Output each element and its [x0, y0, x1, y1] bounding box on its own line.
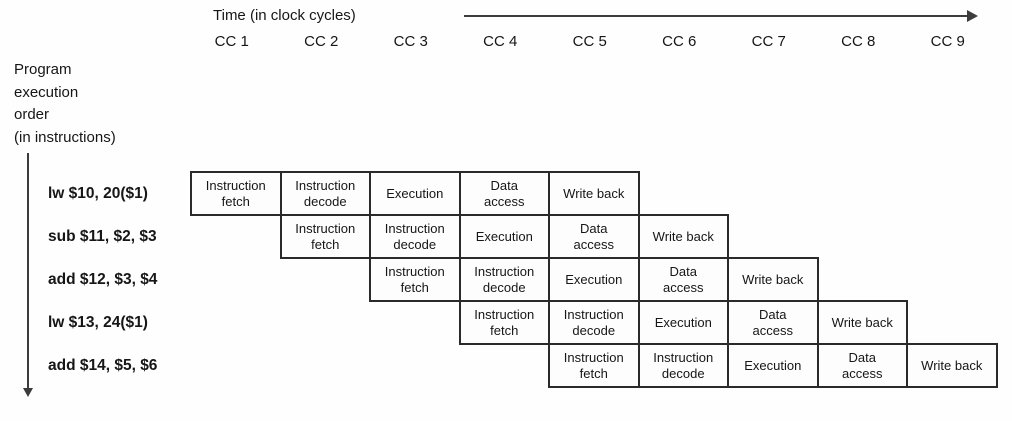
stage-line: decode [572, 322, 616, 338]
instruction-label: add $12, $3, $4 [48, 270, 158, 288]
stage-line: Write back [563, 185, 625, 201]
instruction-label: sub $11, $2, $3 [48, 227, 157, 245]
time-axis-label: Time (in clock cycles) [213, 7, 356, 24]
stage-line: Instruction [653, 350, 714, 365]
stage-line: Data [759, 307, 787, 322]
stage-line: Execution [386, 185, 444, 201]
program-order-label: Program execution order (in instructions… [14, 59, 116, 149]
stage-line: fetch [400, 279, 429, 295]
stage-line: fetch [579, 365, 608, 381]
instruction-label: lw $13, 24($1) [48, 313, 148, 331]
stage-line: access [842, 365, 883, 381]
stage-line: Instruction [295, 221, 356, 236]
clock-cycle-label: CC 8 [841, 33, 876, 50]
clock-cycle-label: CC 9 [930, 33, 965, 50]
clock-cycle-label: CC 7 [751, 33, 786, 50]
stage-line: Execution [744, 357, 802, 373]
stage-cell-execution: Execution [548, 257, 640, 302]
stage-line: access [484, 193, 525, 209]
clock-cycle-label: CC 2 [304, 33, 339, 50]
time-axis-arrow-icon [967, 10, 978, 22]
program-order-label-line: Program [14, 61, 72, 78]
stage-line: decode [661, 365, 705, 381]
stage-line: Write back [831, 314, 893, 330]
stage-line: Write back [742, 271, 804, 287]
stage-line: Data [848, 350, 876, 365]
clock-cycle-label: CC 5 [572, 33, 607, 50]
stage-cell-execution: Execution [458, 214, 550, 259]
stage-line: Data [669, 264, 697, 279]
stage-line: fetch [311, 236, 340, 252]
program-order-label-line: order [14, 106, 50, 123]
clock-cycle-label: CC 6 [662, 33, 697, 50]
stage-cell-write-back: Write back [816, 300, 908, 345]
stage-cell-execution: Execution [727, 343, 819, 388]
stage-line: Instruction [563, 350, 624, 365]
stage-cell-write-back: Write back [727, 257, 819, 302]
stage-line: Instruction [474, 264, 535, 279]
clock-cycle-label: CC 3 [393, 33, 428, 50]
stage-cell-write-back: Write back [906, 343, 998, 388]
stage-line: Instruction [474, 307, 535, 322]
stage-line: decode [393, 236, 437, 252]
stage-line: decode [303, 193, 347, 209]
stage-line: Data [490, 178, 518, 193]
stage-line: Execution [475, 228, 533, 244]
stage-line: fetch [490, 322, 519, 338]
stage-line: Instruction [205, 178, 266, 193]
stage-cell-write-back: Write back [637, 214, 729, 259]
stage-line: access [752, 322, 793, 338]
stage-cell-execution: Execution [369, 171, 461, 216]
stage-line: access [573, 236, 614, 252]
program-order-label-line: (in instructions) [14, 128, 116, 146]
stage-line: Execution [654, 314, 712, 330]
clock-cycle-label: CC 4 [483, 33, 518, 50]
instruction-label: add $14, $5, $6 [48, 356, 158, 374]
stage-line: Instruction [295, 178, 356, 193]
stage-cell-execution: Execution [637, 300, 729, 345]
stage-line: Write back [652, 228, 714, 244]
stage-line: Instruction [384, 264, 445, 279]
stage-line: fetch [221, 193, 250, 209]
stage-line: decode [482, 279, 526, 295]
program-order-arrow-line [27, 153, 29, 389]
stage-line: Write back [921, 357, 983, 373]
stage-line: Execution [565, 271, 623, 287]
program-order-label-line: execution [14, 83, 79, 101]
instruction-label: lw $10, 20($1) [48, 184, 148, 202]
stage-line: Data [580, 221, 608, 236]
stage-line: access [663, 279, 704, 295]
clock-cycle-label: CC 1 [214, 33, 249, 50]
program-order-arrow-icon [23, 388, 33, 397]
stage-line: Instruction [384, 221, 445, 236]
stage-cell-write-back: Write back [548, 171, 640, 216]
time-axis-arrow-line [464, 15, 969, 17]
stage-line: Instruction [563, 307, 624, 322]
